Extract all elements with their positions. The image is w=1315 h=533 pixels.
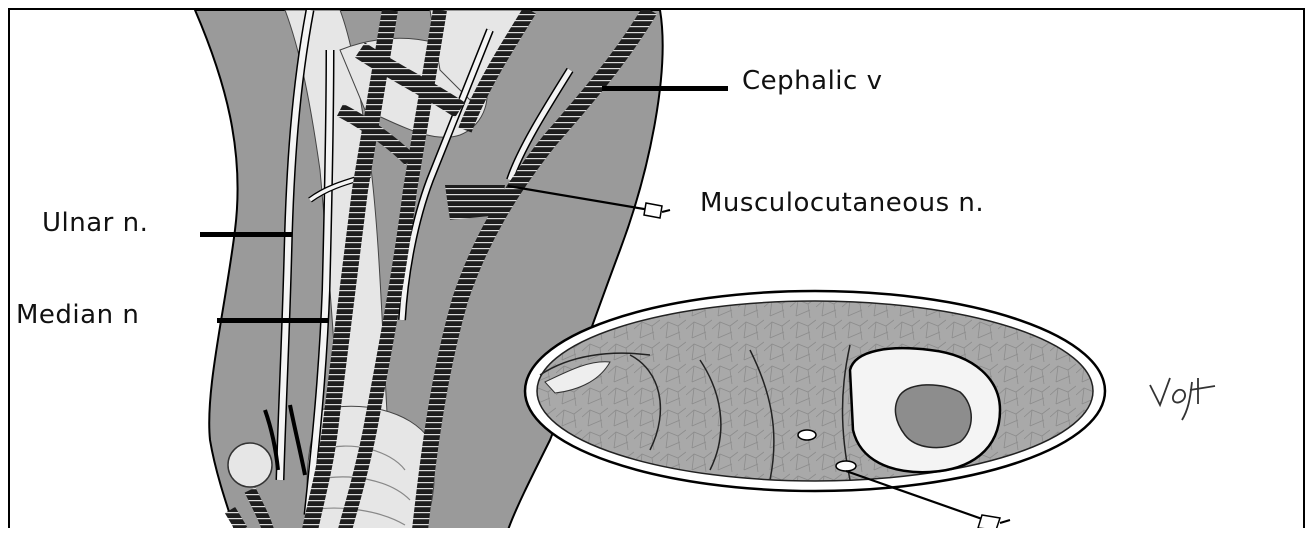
- label-median-nerve: Median n: [16, 300, 139, 330]
- figure-frame: Cephalic v Musculocutaneous n. Ulnar n. …: [8, 8, 1305, 528]
- label-cephalic-vein: Cephalic v: [742, 66, 882, 96]
- leader-line-ulnar: [200, 232, 292, 237]
- label-musculocutaneous-nerve: Musculocutaneous n.: [700, 188, 984, 218]
- label-ulnar-nerve: Ulnar n.: [42, 208, 148, 238]
- leader-line-median: [217, 318, 329, 323]
- cross-section: [525, 291, 1105, 528]
- leader-line-cephalic: [602, 86, 728, 91]
- signature: [1150, 378, 1215, 420]
